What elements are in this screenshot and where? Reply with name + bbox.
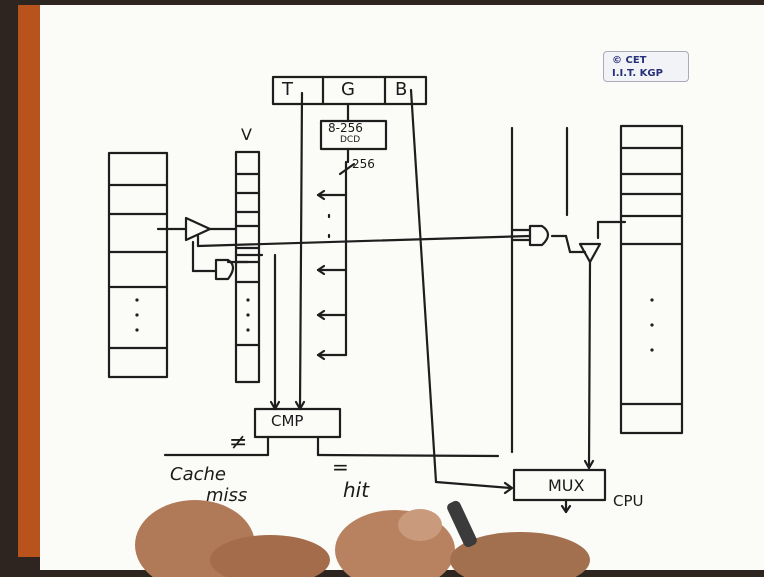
decoder-label: 8-256 <box>328 121 363 135</box>
field-block-label: B <box>395 79 407 100</box>
cache-miss-line2: miss <box>206 485 247 506</box>
equal-symbol: = <box>332 455 349 479</box>
logo-line1: © CET <box>612 54 688 67</box>
field-group-label: G <box>341 79 355 100</box>
cpu-label: CPU <box>613 492 644 510</box>
valid-bit-label: V <box>241 125 252 144</box>
cet-iit-kgp-logo: © CET I.I.T. KGP <box>603 51 689 82</box>
field-tag-label: T <box>282 79 293 100</box>
comparator-label: CMP <box>271 412 303 430</box>
logo-line2: I.I.T. KGP <box>612 67 688 80</box>
not-equal-symbol: ≠ <box>229 430 247 455</box>
decoder-sublabel: DCD <box>340 135 360 145</box>
cache-miss-line1: Cache <box>170 464 226 485</box>
decoder-output-count: 256 <box>352 157 375 171</box>
wooden-frame-left <box>18 5 40 557</box>
hit-label: hit <box>343 478 369 502</box>
mux-label: MUX <box>548 476 584 495</box>
